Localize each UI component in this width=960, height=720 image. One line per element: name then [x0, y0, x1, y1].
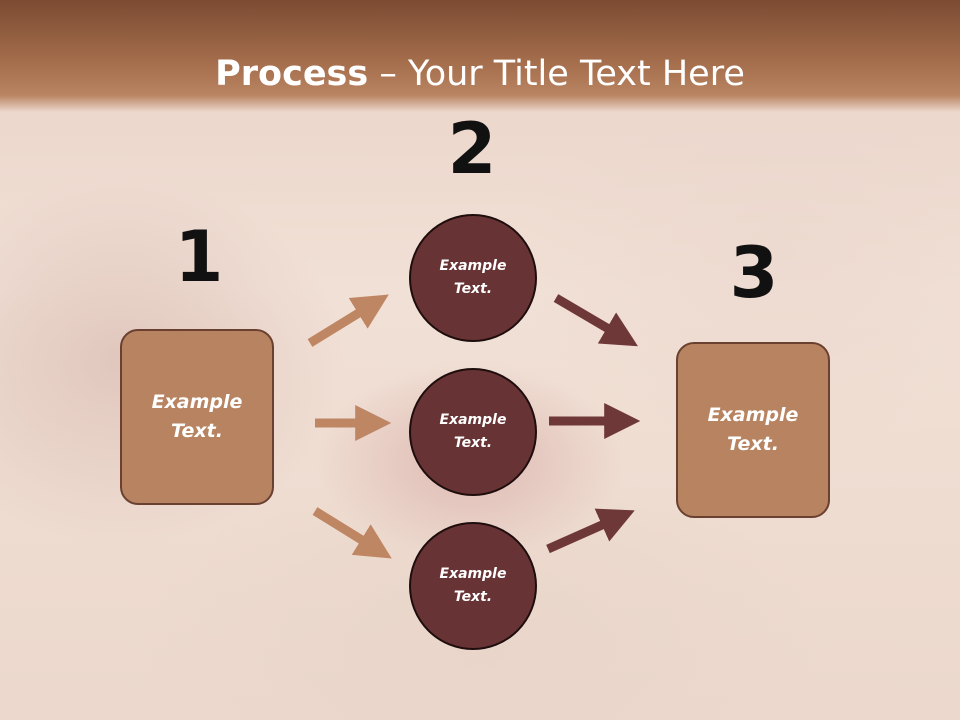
header-band	[0, 0, 960, 112]
circle-middle-text: Example Text.	[439, 412, 507, 451]
arrow-left-to-top	[307, 294, 389, 347]
step-number-3: 3	[729, 232, 779, 314]
circle-bottom-text: Example Text.	[439, 566, 507, 605]
slide-title-bold: Process	[215, 54, 369, 94]
step-number-1: 1	[174, 216, 224, 298]
circle-middle: Example Text.	[409, 368, 537, 496]
arrow-bottom-to-right	[546, 508, 635, 554]
circle-top: Example Text.	[409, 214, 537, 342]
step-number-2: 2	[447, 108, 497, 190]
arrow-top-to-right	[553, 294, 638, 347]
circle-top-text: Example Text.	[439, 258, 507, 297]
slide-title: Process – Your Title Text Here	[0, 52, 960, 96]
step1-box: Example Text.	[120, 329, 274, 505]
step1-box-text: Example Text.	[151, 391, 243, 442]
step3-box: Example Text.	[676, 342, 830, 518]
arrow-left-to-bottom	[312, 507, 392, 559]
circle-bottom: Example Text.	[409, 522, 537, 650]
step3-box-text: Example Text.	[707, 404, 799, 455]
slide-title-rest: – Your Title Text Here	[368, 54, 745, 94]
